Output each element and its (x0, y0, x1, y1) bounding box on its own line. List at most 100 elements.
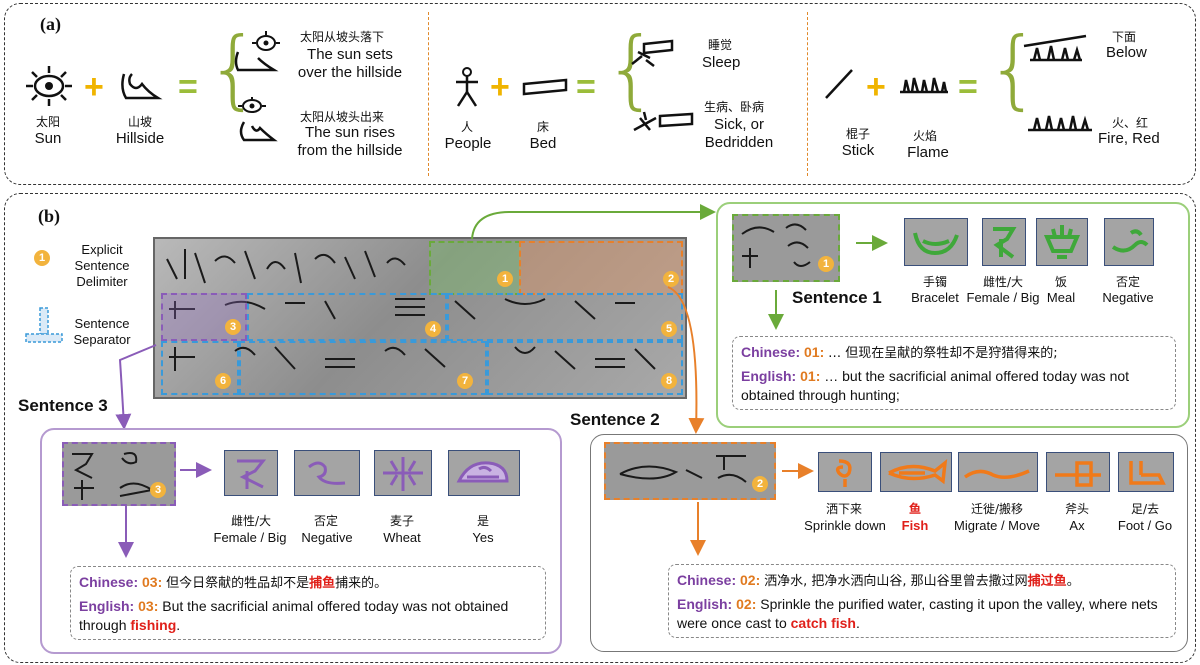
people-glyph (456, 67, 478, 107)
s2-chinese-end: 。 (1066, 574, 1080, 589)
sentence-3-panel (40, 428, 562, 654)
s3-chinese-highlight: 捕鱼 (309, 576, 336, 591)
s1-english-label: English: (741, 368, 797, 384)
hillside-glyph (121, 73, 163, 100)
s2-word-5-en: Foot / Go (1117, 518, 1173, 533)
legend-delimiter-text: Explicit Sentence Delimiter (66, 242, 138, 290)
s3-english-num: 03: (138, 598, 159, 614)
s3-chinese-end: 捕来的。 (335, 576, 388, 591)
s2-english-label: English: (677, 596, 733, 612)
sentence-2-title: Sentence 2 (570, 410, 660, 429)
marker-5: 5 (661, 321, 677, 337)
legend-separator-icon (25, 307, 63, 343)
s2-english-text: Sprinkle the purified water, casting it … (677, 596, 1158, 631)
below-en: Below (1106, 44, 1147, 61)
s2-english-highlight: catch fish (790, 615, 856, 631)
bed-glyph (522, 78, 568, 96)
separator-box-5 (447, 293, 683, 341)
people-cn: 人 (460, 120, 473, 134)
legend-delimiter-line3: Delimiter (76, 274, 128, 289)
plus-sign-1: + (84, 68, 104, 106)
s2-chinese-line: Chinese: 02: 洒净水, 把净水洒向山谷, 那山谷里曾去撒过网捕过鱼。 (677, 571, 1167, 591)
inscription-stone-image: 1 2 3 4 5 6 7 8 (153, 237, 687, 399)
sentence-3-title: Sentence 3 (18, 396, 108, 415)
s1-word-4-cn: 否定 (1115, 275, 1140, 289)
s3-chinese-num: 03: (142, 574, 163, 590)
bed-en: Bed (529, 135, 557, 152)
fire-en: Fire, Red (1098, 130, 1160, 147)
sick-cn: 生病、卧病 (704, 100, 765, 114)
sleep-glyph (631, 39, 674, 67)
s3-word-2-cn: 否定 (313, 514, 338, 528)
people-en: People (444, 135, 492, 152)
s1-chinese-num: 01: (804, 344, 825, 360)
sunrise-en-2: from the hillside (297, 142, 403, 159)
s2-word-5-cn: 足/去 (1130, 502, 1160, 516)
flame-glyph (900, 77, 948, 94)
s3-word-2-en: Negative (301, 530, 353, 545)
s3-chinese-text: 但今日祭献的牲品却不是 (166, 576, 310, 591)
sunset-cn: 太阳从坡头落下 (300, 30, 385, 44)
s1-glyph-negative (1104, 218, 1154, 266)
s3-chinese-label: Chinese: (79, 574, 139, 590)
sentence-1-translation: Chinese: 01: … 但现在呈献的祭牲却不是狩猎得来的; English… (732, 336, 1176, 410)
s3-word-3-cn: 麦子 (389, 514, 414, 528)
s3-word-4-en: Yes (472, 530, 494, 545)
sick-en-2: Bedridden (704, 134, 774, 151)
flame-cn: 火焰 (912, 129, 937, 143)
s1-chinese-label: Chinese: (741, 344, 801, 360)
sentence-2-translation: Chinese: 02: 洒净水, 把净水洒向山谷, 那山谷里曾去撒过网捕过鱼。… (668, 564, 1176, 638)
sentence-3-badge: 3 (150, 482, 166, 498)
sunset-en-2: over the hillside (297, 64, 403, 81)
s3-english-end: . (176, 617, 181, 633)
s2-english-num: 02: (736, 596, 757, 612)
s2-glyph-foot (1118, 452, 1174, 492)
s1-english-text: … but the sacrificial animal offered tod… (741, 368, 1130, 403)
panel-a (4, 3, 1196, 185)
equals-sign-2: = (576, 68, 596, 106)
sun-cn: 太阳 (35, 115, 60, 129)
brace-3: { (986, 19, 1041, 119)
s2-chinese-highlight: 捕过鱼 (1027, 574, 1067, 589)
equals-sign-3: = (958, 68, 978, 106)
plus-sign-2: + (490, 68, 510, 106)
marker-3: 3 (225, 319, 241, 335)
s2-word-3-en: Migrate / Move (954, 518, 1040, 533)
sun-en: Sun (34, 130, 62, 147)
below-cn: 下面 (1112, 30, 1137, 44)
s2-word-4-en: Ax (1069, 518, 1085, 533)
s1-chinese-text: … 但现在呈献的祭牲却不是狩猎得来的; (828, 346, 1058, 361)
sunrise-glyph (238, 97, 278, 142)
s2-english-end: . (855, 615, 860, 631)
s3-word-3-en: Wheat (383, 530, 421, 545)
sentence-2-panel (590, 434, 1188, 652)
s2-word-4-cn: 斧头 (1064, 502, 1089, 516)
sunrise-en-1: The sun rises (304, 124, 396, 141)
plus-sign-3: + (866, 68, 886, 106)
s2-chinese-text: 洒净水, 把净水洒向山谷, 那山谷里曾去撒过网 (764, 574, 1028, 589)
legend-delimiter-line2: Sentence (74, 258, 130, 273)
fire-glyph (1028, 115, 1092, 132)
s1-word-2-en: Female / Big (966, 290, 1040, 305)
sick-en-1: Sick, or (713, 116, 764, 133)
bed-cn: 床 (536, 120, 549, 134)
s1-word-1-cn: 手镯 (922, 275, 947, 289)
s1-word-3-en: Meal (1046, 290, 1076, 305)
sunrise-cn: 太阳从坡头出来 (300, 110, 385, 124)
s1-word-1-en: Bracelet (911, 290, 959, 305)
s2-english-line: English: 02: Sprinkle the purified water… (677, 595, 1167, 633)
legend-delimiter-line1: Explicit (81, 242, 123, 257)
separator-box-6 (161, 341, 239, 395)
flame-en: Flame (907, 144, 949, 161)
sunset-glyph (234, 31, 280, 72)
s2-glyph-migrate (958, 452, 1038, 492)
s1-word-3-cn: 饭 (1054, 275, 1067, 289)
legend-delimiter-badge: 1 (34, 250, 50, 266)
marker-1: 1 (497, 271, 513, 287)
sentence-1-stone-crop (732, 214, 840, 282)
sentence-2-badge: 2 (752, 476, 768, 492)
s1-glyph-bracelet (904, 218, 968, 266)
s3-glyph-yes (448, 450, 520, 496)
s3-word-1-cn: 雌性/大 (230, 514, 272, 528)
